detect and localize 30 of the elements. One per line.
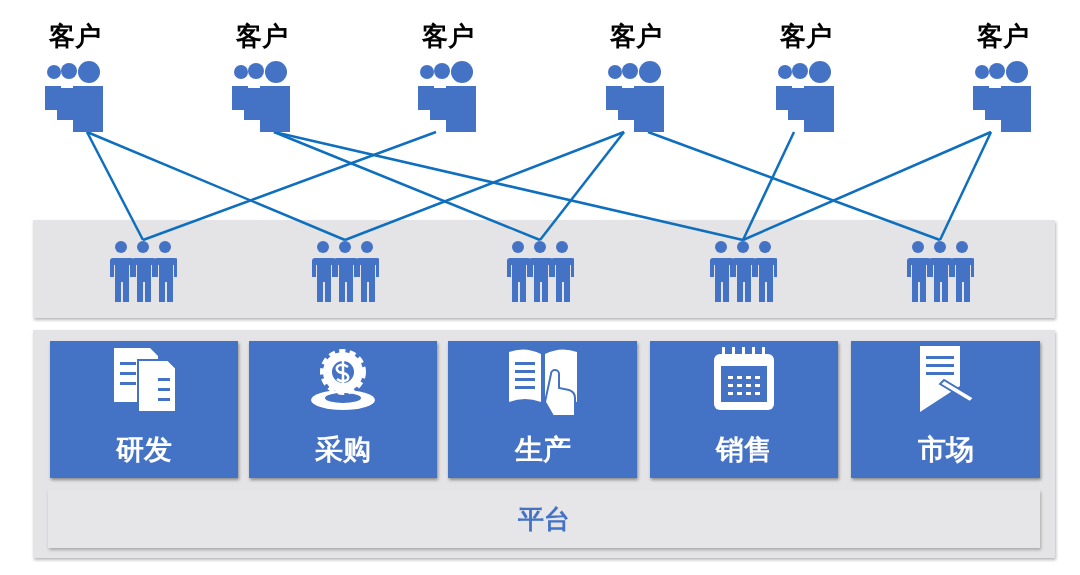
function-box: 研发 xyxy=(50,341,238,478)
panel-background xyxy=(33,220,1055,318)
panel-background xyxy=(33,330,1055,558)
function-box: 生产 xyxy=(448,341,637,478)
node-label: 客户 xyxy=(779,20,833,53)
connector-line xyxy=(742,130,992,242)
connector-line xyxy=(85,131,145,241)
people-icon xyxy=(709,240,777,304)
connector-line xyxy=(539,131,625,241)
function-box: 市场 xyxy=(851,341,1040,478)
node-label: 客户 xyxy=(421,20,475,53)
people-icon xyxy=(109,240,177,304)
connector-line xyxy=(344,130,625,242)
connector-line xyxy=(273,130,744,242)
connector-line xyxy=(741,131,796,241)
node-label: 客户 xyxy=(976,20,1030,53)
node-label: 客户 xyxy=(609,20,663,53)
platform-band: 平台 xyxy=(48,490,1040,548)
function-box: 销售 xyxy=(650,341,838,478)
people-icon xyxy=(311,240,379,304)
node-label: 客户 xyxy=(235,20,289,53)
connector-line xyxy=(647,130,941,242)
people-icon xyxy=(506,240,574,304)
node-label: 客户 xyxy=(48,20,102,53)
connector-line xyxy=(273,130,541,242)
connector-line xyxy=(938,131,993,241)
function-box: 采购 xyxy=(249,341,437,478)
connector-line xyxy=(142,130,437,242)
people-icon xyxy=(906,240,974,304)
connector-line xyxy=(86,130,346,242)
